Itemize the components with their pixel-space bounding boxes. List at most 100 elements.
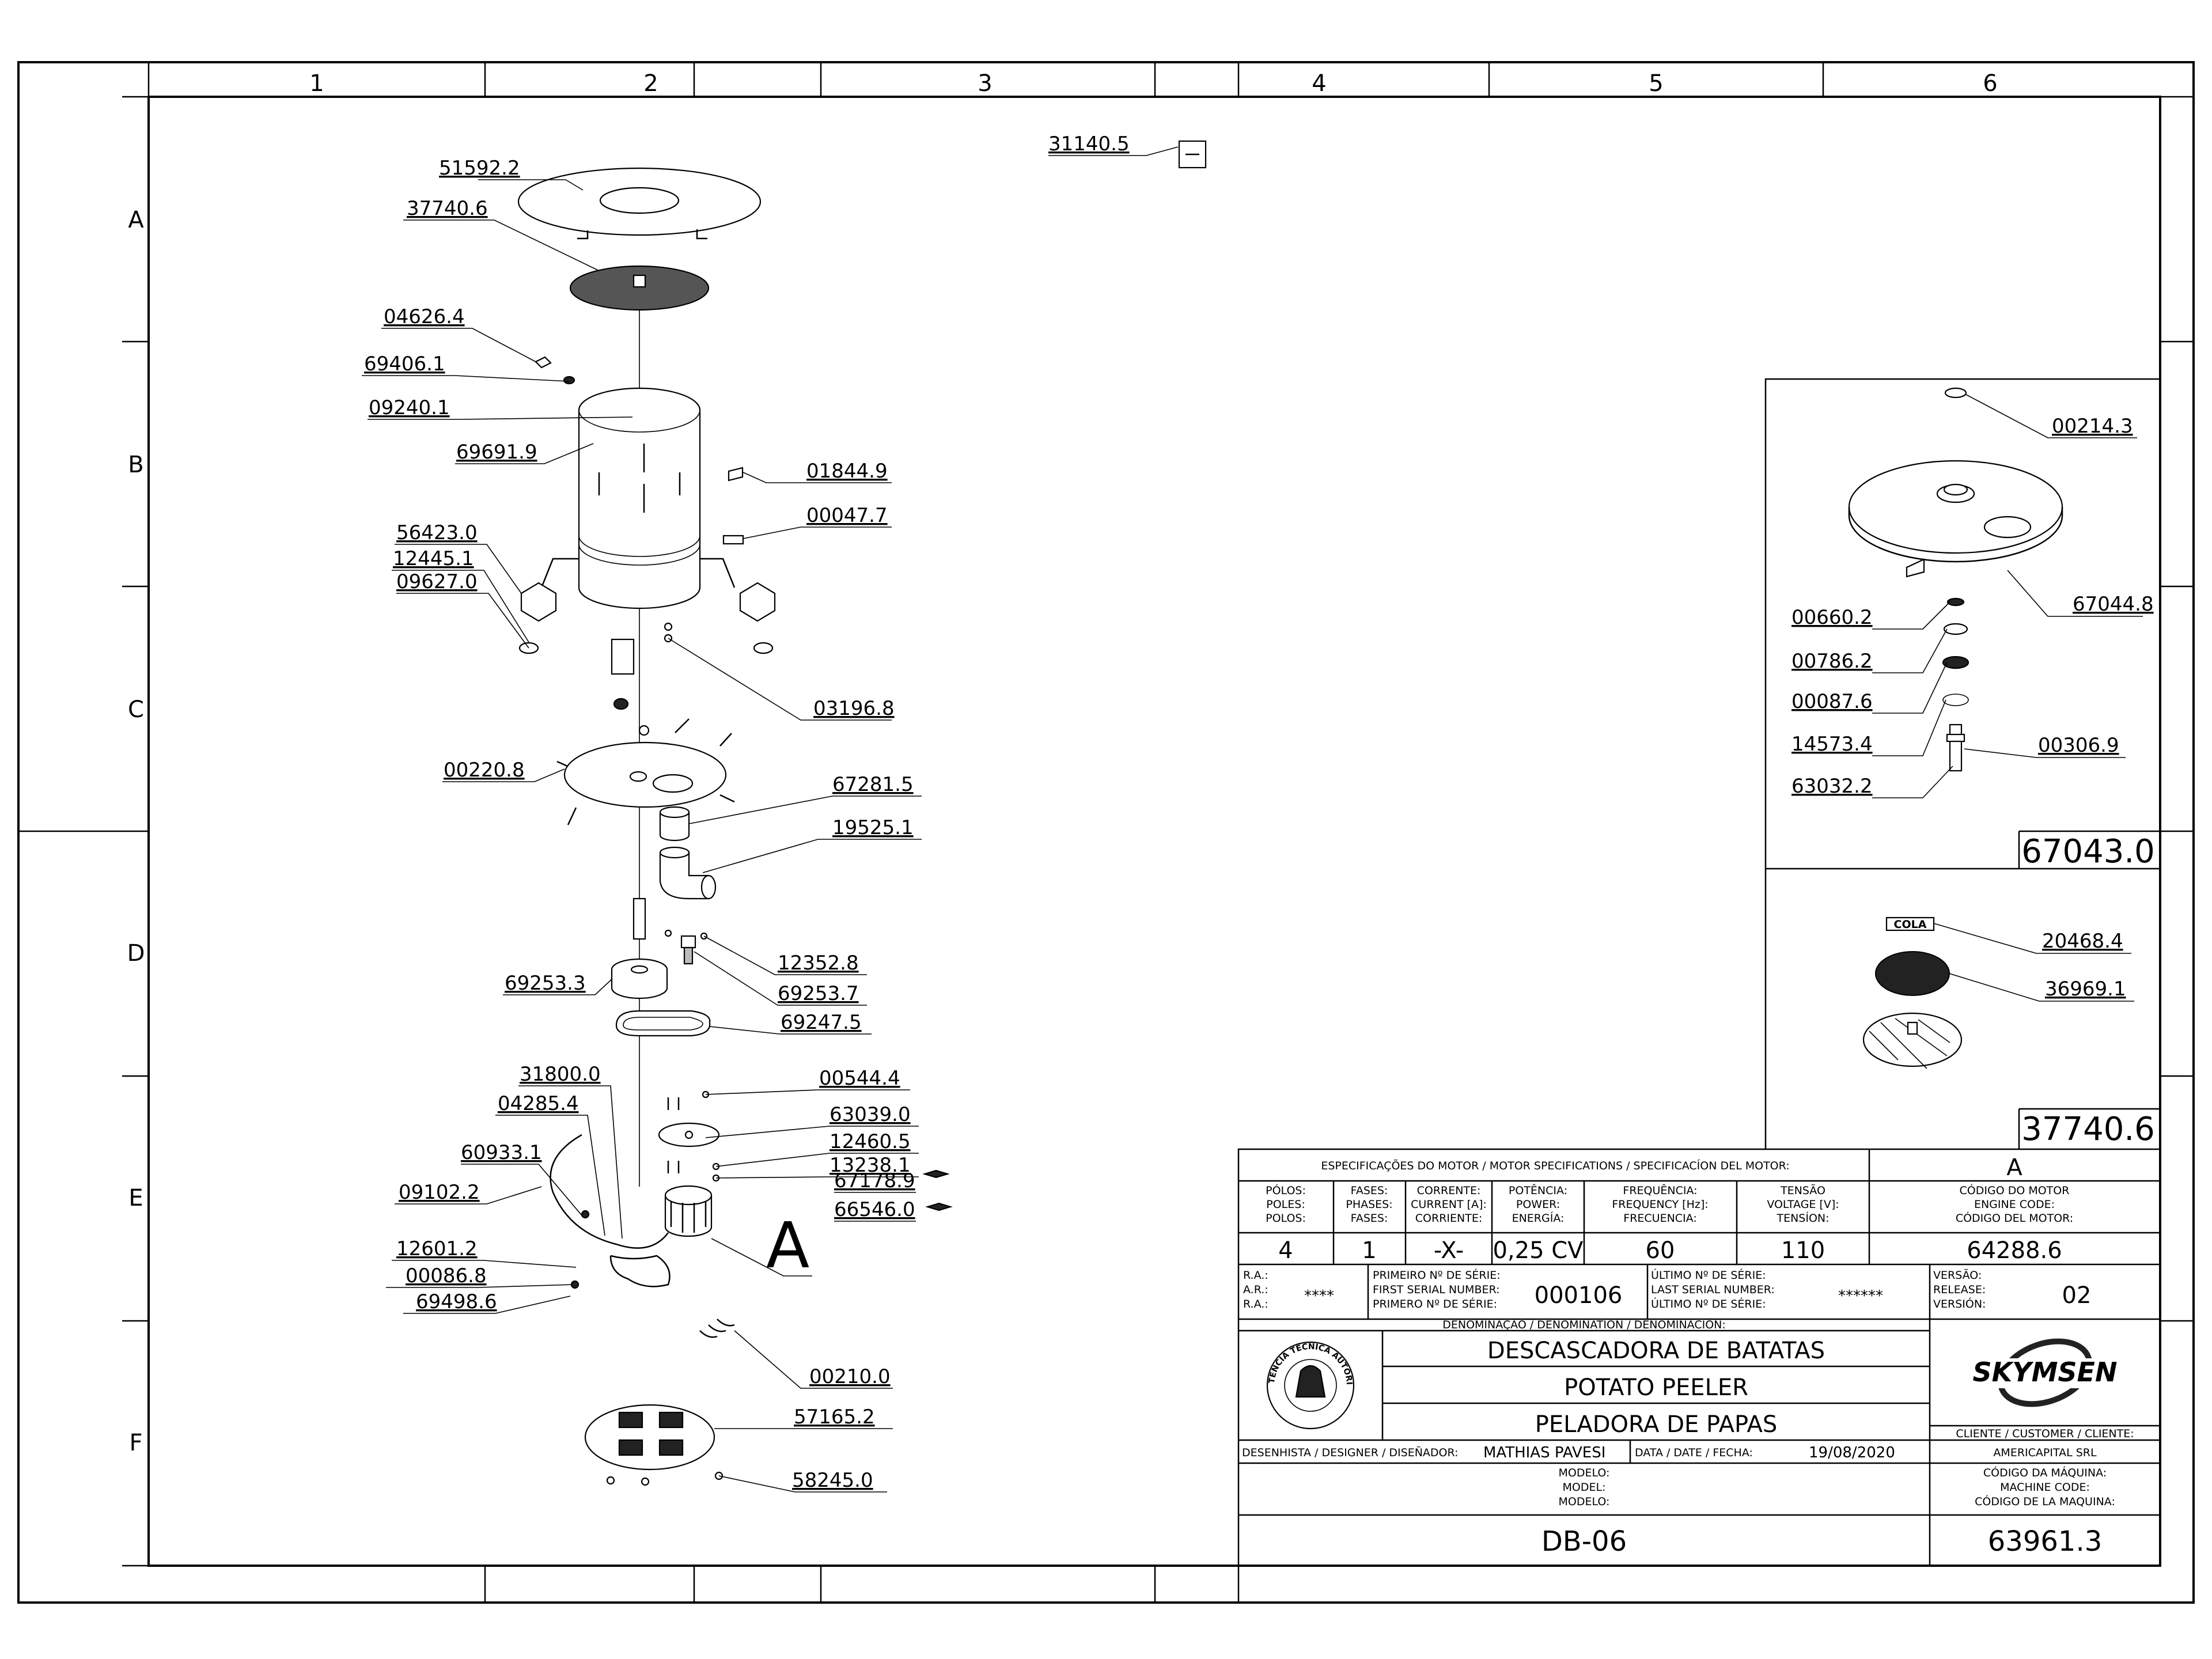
- part-label: 12460.5: [830, 1130, 911, 1153]
- ra-label: R.A.:: [1243, 1298, 1268, 1310]
- part-label: 60933.1: [461, 1141, 542, 1164]
- spec-header-phases: FASES:: [1351, 1184, 1388, 1197]
- spec-header-power: POTÊNCIA:: [1509, 1184, 1567, 1197]
- spec-value-current: -X-: [1434, 1237, 1464, 1264]
- first-serial: 000106: [1535, 1282, 1623, 1309]
- machine-code: 63961.3: [1988, 1525, 2103, 1558]
- version-label: VERSÃO:: [1933, 1268, 1982, 1282]
- motor-spec-header: ESPECIFICAÇÕES DO MOTOR / MOTOR SPECIFIC…: [1321, 1159, 1789, 1172]
- spec-header-phases: PHASES:: [1346, 1198, 1392, 1211]
- machine-code-label: CÓDIGO DA MÁQUINA:: [1983, 1465, 2107, 1479]
- drawing-frame: [17, 61, 2195, 1604]
- model-label: MODELO:: [1559, 1495, 1610, 1508]
- spec-header-frequency: FREQUENCY [Hz]:: [1612, 1198, 1708, 1211]
- grid-column-label: 2: [643, 70, 658, 97]
- part-label: 36969.1: [2045, 978, 2126, 1001]
- spec-headers: PÓLOS: POLES: POLOS: FASES: PHASES: FASE…: [1266, 1183, 1839, 1225]
- part-label: 63032.2: [1791, 775, 1873, 798]
- spec-header-voltage: TENSÃO: [1780, 1184, 1825, 1197]
- part-labels: 51592.2 37740.6 04626.4 69406.1 09240.1 …: [364, 132, 1130, 1492]
- abrasive-disc: [569, 265, 710, 311]
- part-label: 67178.9: [834, 1169, 915, 1192]
- last-serial-label: ÚLTIMO Nº DE SÉRIE:: [1651, 1268, 1766, 1282]
- client-label: CLIENTE / CUSTOMER / CLIENTE:: [1956, 1427, 2134, 1440]
- part-label: 00220.8: [444, 759, 525, 782]
- detail-code: 37740.6: [2021, 1111, 2155, 1148]
- part-label: 09240.1: [369, 396, 450, 419]
- ra-value: ****: [1304, 1287, 1334, 1305]
- part-label: 04626.4: [384, 305, 465, 328]
- last-serial-label: LAST SERIAL NUMBER:: [1651, 1283, 1775, 1296]
- client: AMERICAPITAL SRL: [1993, 1446, 2097, 1459]
- cola-tag: COLA: [1894, 918, 1927, 931]
- ra-label: R.A.:: [1243, 1269, 1268, 1282]
- spec-values: 4 1 -X- 0,25 CV 60 110: [1278, 1237, 1825, 1264]
- machine-code-label: MACHINE CODE:: [2000, 1481, 2090, 1494]
- spec-value-poles: 4: [1278, 1237, 1293, 1264]
- version-label: RELEASE:: [1933, 1283, 1986, 1296]
- part-label: 20468.4: [2042, 930, 2123, 953]
- vent-grid: [584, 1404, 715, 1471]
- part-label: 69498.6: [416, 1290, 497, 1313]
- leader-lines: [362, 146, 1179, 1493]
- part-label: 00544.4: [819, 1067, 900, 1090]
- engine-code-header: CÓDIGO DO MOTOR: [1960, 1183, 2070, 1197]
- designer-label: DESENHISTA / DESIGNER / DISEÑADOR:: [1242, 1446, 1459, 1459]
- first-serial-label: PRIMERO Nº DE SÉRIE:: [1373, 1297, 1497, 1310]
- name-spanish: PELADORA DE PAPAS: [1535, 1411, 1778, 1438]
- part-label: 19525.1: [832, 816, 914, 839]
- spec-header-power: ENERGÍA:: [1512, 1211, 1565, 1225]
- rev-letter: A: [2006, 1154, 2022, 1181]
- part-label: 09102.2: [399, 1181, 480, 1204]
- date: 19/08/2020: [1809, 1444, 1895, 1461]
- part-label: 00086.8: [406, 1264, 487, 1287]
- part-label: 14573.4: [1791, 733, 1873, 756]
- spec-value-voltage: 110: [1781, 1237, 1825, 1264]
- part-label: 58245.0: [792, 1469, 873, 1492]
- part-label: 63039.0: [830, 1103, 911, 1126]
- part-label: 00660.2: [1791, 606, 1873, 629]
- part-label: 51592.2: [439, 157, 520, 180]
- model: DB-06: [1541, 1525, 1627, 1558]
- part-label: 69406.1: [364, 353, 445, 376]
- grid-column-label: 5: [1649, 70, 1663, 97]
- detail-a-callout: A: [766, 1209, 809, 1282]
- part-label: 67281.5: [832, 773, 914, 796]
- part-label: 00306.9: [2038, 734, 2119, 757]
- part-label: 12445.1: [393, 547, 474, 570]
- spec-value-power: 0,25 CV: [1493, 1237, 1584, 1264]
- name-portuguese: DESCASCADORA DE BATATAS: [1487, 1338, 1825, 1364]
- part-label: 13238.1: [830, 1154, 911, 1177]
- spec-header-voltage: VOLTAGE [V]:: [1767, 1198, 1839, 1211]
- part-label: 00786.2: [1791, 650, 1873, 673]
- spec-header-poles: POLES:: [1266, 1198, 1305, 1211]
- grid-row-label: F: [129, 1430, 142, 1456]
- model-label: MODEL:: [1563, 1481, 1606, 1494]
- grid-row-label: B: [128, 452, 143, 478]
- part-label: 69247.5: [781, 1011, 862, 1034]
- grid-column-label: 4: [1312, 70, 1326, 97]
- last-serial-label: ÚLTIMO Nº DE SÉRIE:: [1651, 1297, 1766, 1310]
- first-serial-label: FIRST SERIAL NUMBER:: [1373, 1283, 1500, 1296]
- version: 02: [2062, 1282, 2092, 1309]
- spec-header-poles: PÓLOS:: [1266, 1183, 1306, 1197]
- grid-column-labels: 1 2 3 4 5 6: [309, 70, 1997, 97]
- spec-header-phases: FASES:: [1351, 1212, 1388, 1225]
- part-label: 69253.7: [778, 982, 859, 1005]
- spec-header-poles: POLOS:: [1266, 1212, 1306, 1225]
- grid-column-label: 3: [978, 70, 992, 97]
- part-label: 00210.0: [809, 1365, 891, 1388]
- part-label: 01844.9: [806, 460, 888, 483]
- part-label: 66546.0: [834, 1198, 915, 1221]
- spec-header-voltage: TENSÍON:: [1776, 1211, 1829, 1225]
- detail-code: 67043.0: [2021, 833, 2155, 870]
- part-label: 67044.8: [2073, 593, 2154, 616]
- engine-code: 64288.6: [1967, 1237, 2062, 1264]
- name-english: POTATO PEELER: [1564, 1374, 1748, 1401]
- denomination-header: DENOMINAÇÃO / DENOMINATION / DENOMINACIÓ…: [1442, 1317, 1726, 1331]
- grid-row-label: E: [128, 1185, 143, 1211]
- last-serial: ******: [1838, 1287, 1883, 1305]
- part-label: 00087.6: [1791, 690, 1873, 713]
- spec-value-phases: 1: [1362, 1237, 1376, 1264]
- part-label: 00214.3: [2052, 415, 2133, 438]
